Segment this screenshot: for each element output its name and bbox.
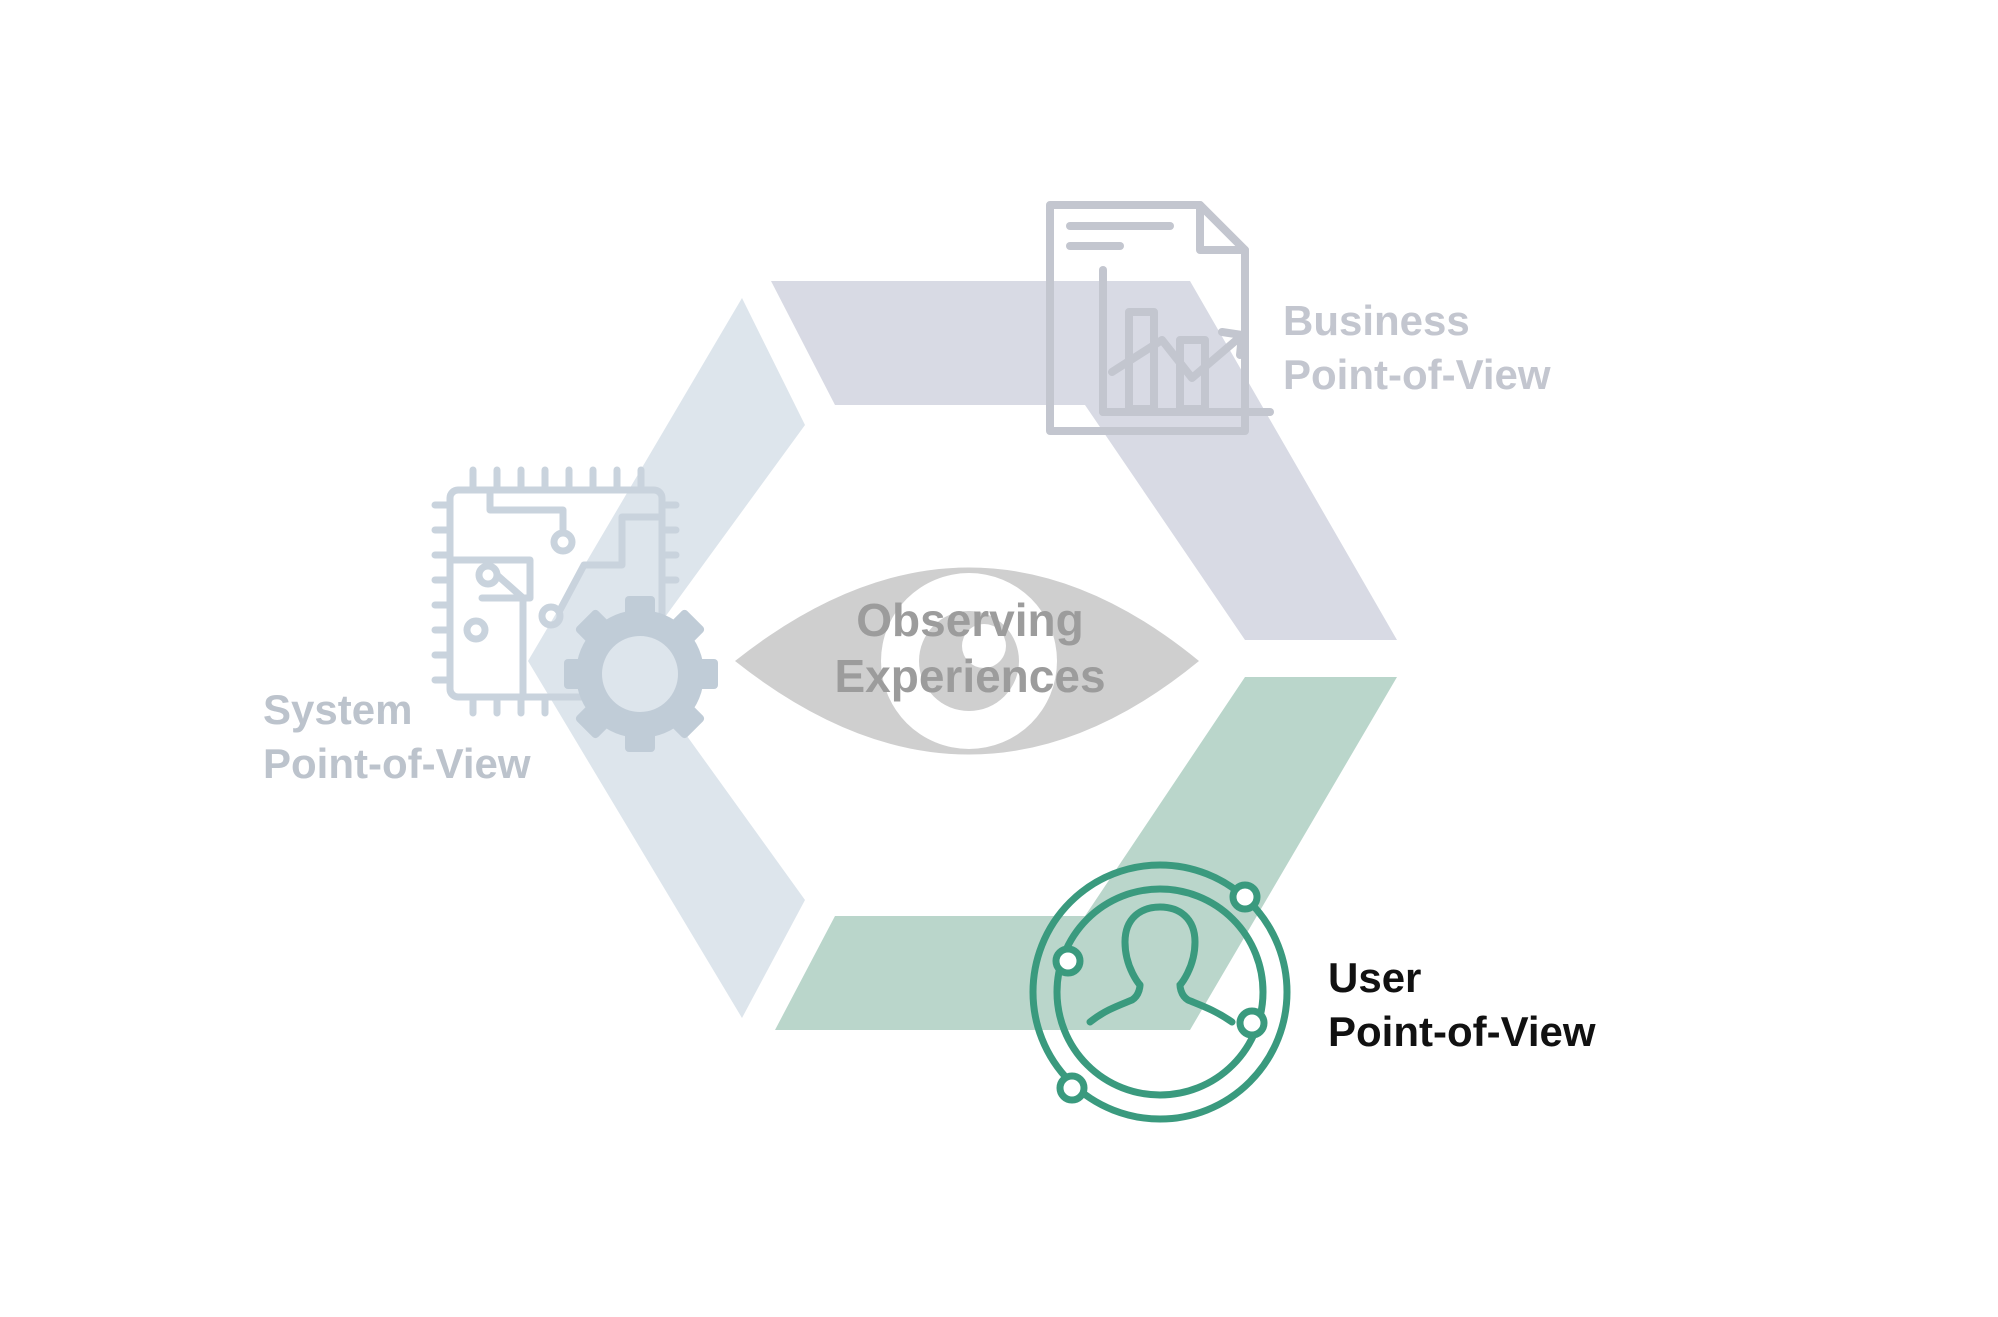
business-label-line1: Business	[1283, 297, 1470, 344]
system-label-line1: System	[263, 686, 413, 733]
user-network-icon	[1029, 861, 1291, 1123]
eye-icon	[735, 567, 1199, 755]
user-label: User Point-of-View	[1328, 951, 1596, 1059]
center-label-line1: Observing	[856, 594, 1084, 646]
business-label-line2: Point-of-View	[1283, 351, 1551, 398]
user-segment	[775, 677, 1397, 1030]
system-segment	[528, 298, 805, 1018]
circuit-gear-icon	[431, 466, 718, 752]
center-label: Observing Experiences	[770, 592, 1170, 704]
business-segment	[771, 281, 1397, 640]
user-label-line2: Point-of-View	[1328, 1008, 1596, 1055]
system-label: System Point-of-View	[263, 683, 531, 791]
system-label-line2: Point-of-View	[263, 740, 531, 787]
business-label: Business Point-of-View	[1283, 294, 1551, 402]
user-label-line1: User	[1328, 954, 1422, 1001]
gear-icon	[564, 596, 718, 752]
center-label-line2: Experiences	[834, 650, 1106, 702]
report-chart-icon	[1046, 201, 1274, 435]
